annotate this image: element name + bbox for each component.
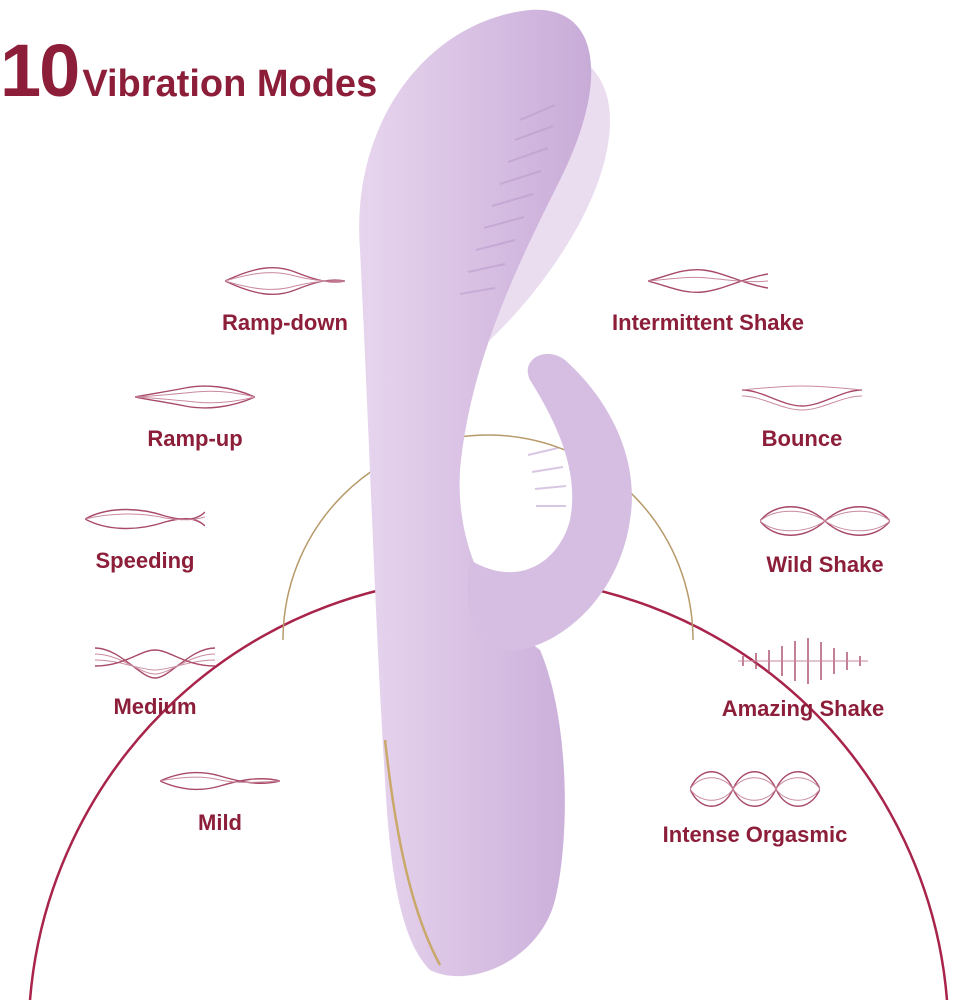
title-number: 10 <box>0 29 80 112</box>
mode-medium: Medium <box>25 640 285 720</box>
mode-intense-orgasmic: Intense Orgasmic <box>625 766 885 848</box>
inner-arc <box>282 434 694 641</box>
mode-label: Intermittent Shake <box>612 310 804 335</box>
product-gold-trim <box>383 739 442 966</box>
mode-ramp-up: Ramp-up <box>65 378 325 452</box>
bounce-wave-icon <box>742 385 862 411</box>
product-ribs <box>459 104 556 295</box>
intermittent-shake-wave-icon <box>648 268 768 294</box>
mode-label: Ramp-down <box>222 310 348 335</box>
intense-orgasmic-wave-icon <box>690 771 820 807</box>
mode-label: Mild <box>198 810 242 835</box>
speeding-wave-icon <box>85 508 205 530</box>
wild-shake-wave-icon <box>760 506 890 536</box>
mode-label: Ramp-up <box>147 426 243 451</box>
mode-label: Bounce <box>761 426 843 451</box>
mode-label: Amazing Shake <box>721 696 885 721</box>
mode-wild-shake: Wild Shake <box>695 500 955 578</box>
ramp-down-wave-icon <box>225 266 345 296</box>
title-text: Vibration Modes <box>82 63 378 105</box>
amazing-shake-wave-icon <box>738 638 868 684</box>
mode-speeding: Speeding <box>15 500 275 574</box>
mode-label: Speeding <box>95 548 195 573</box>
ramp-up-wave-icon <box>135 385 255 409</box>
mode-mild: Mild <box>90 762 350 836</box>
mode-label: Intense Orgasmic <box>662 822 848 847</box>
mode-bounce: Bounce <box>672 378 932 452</box>
mode-label: Wild Shake <box>766 552 884 577</box>
medium-wave-icon <box>95 647 215 679</box>
product-shaft <box>359 9 592 977</box>
product-arm <box>467 353 632 651</box>
product-arm-ribs <box>527 447 567 507</box>
mode-amazing-shake: Amazing Shake <box>673 636 933 722</box>
mode-label: Medium <box>113 694 197 719</box>
mode-ramp-down: Ramp-down <box>155 262 415 336</box>
mild-wave-icon <box>160 771 280 791</box>
mode-intermittent-shake: Intermittent Shake <box>578 262 838 336</box>
